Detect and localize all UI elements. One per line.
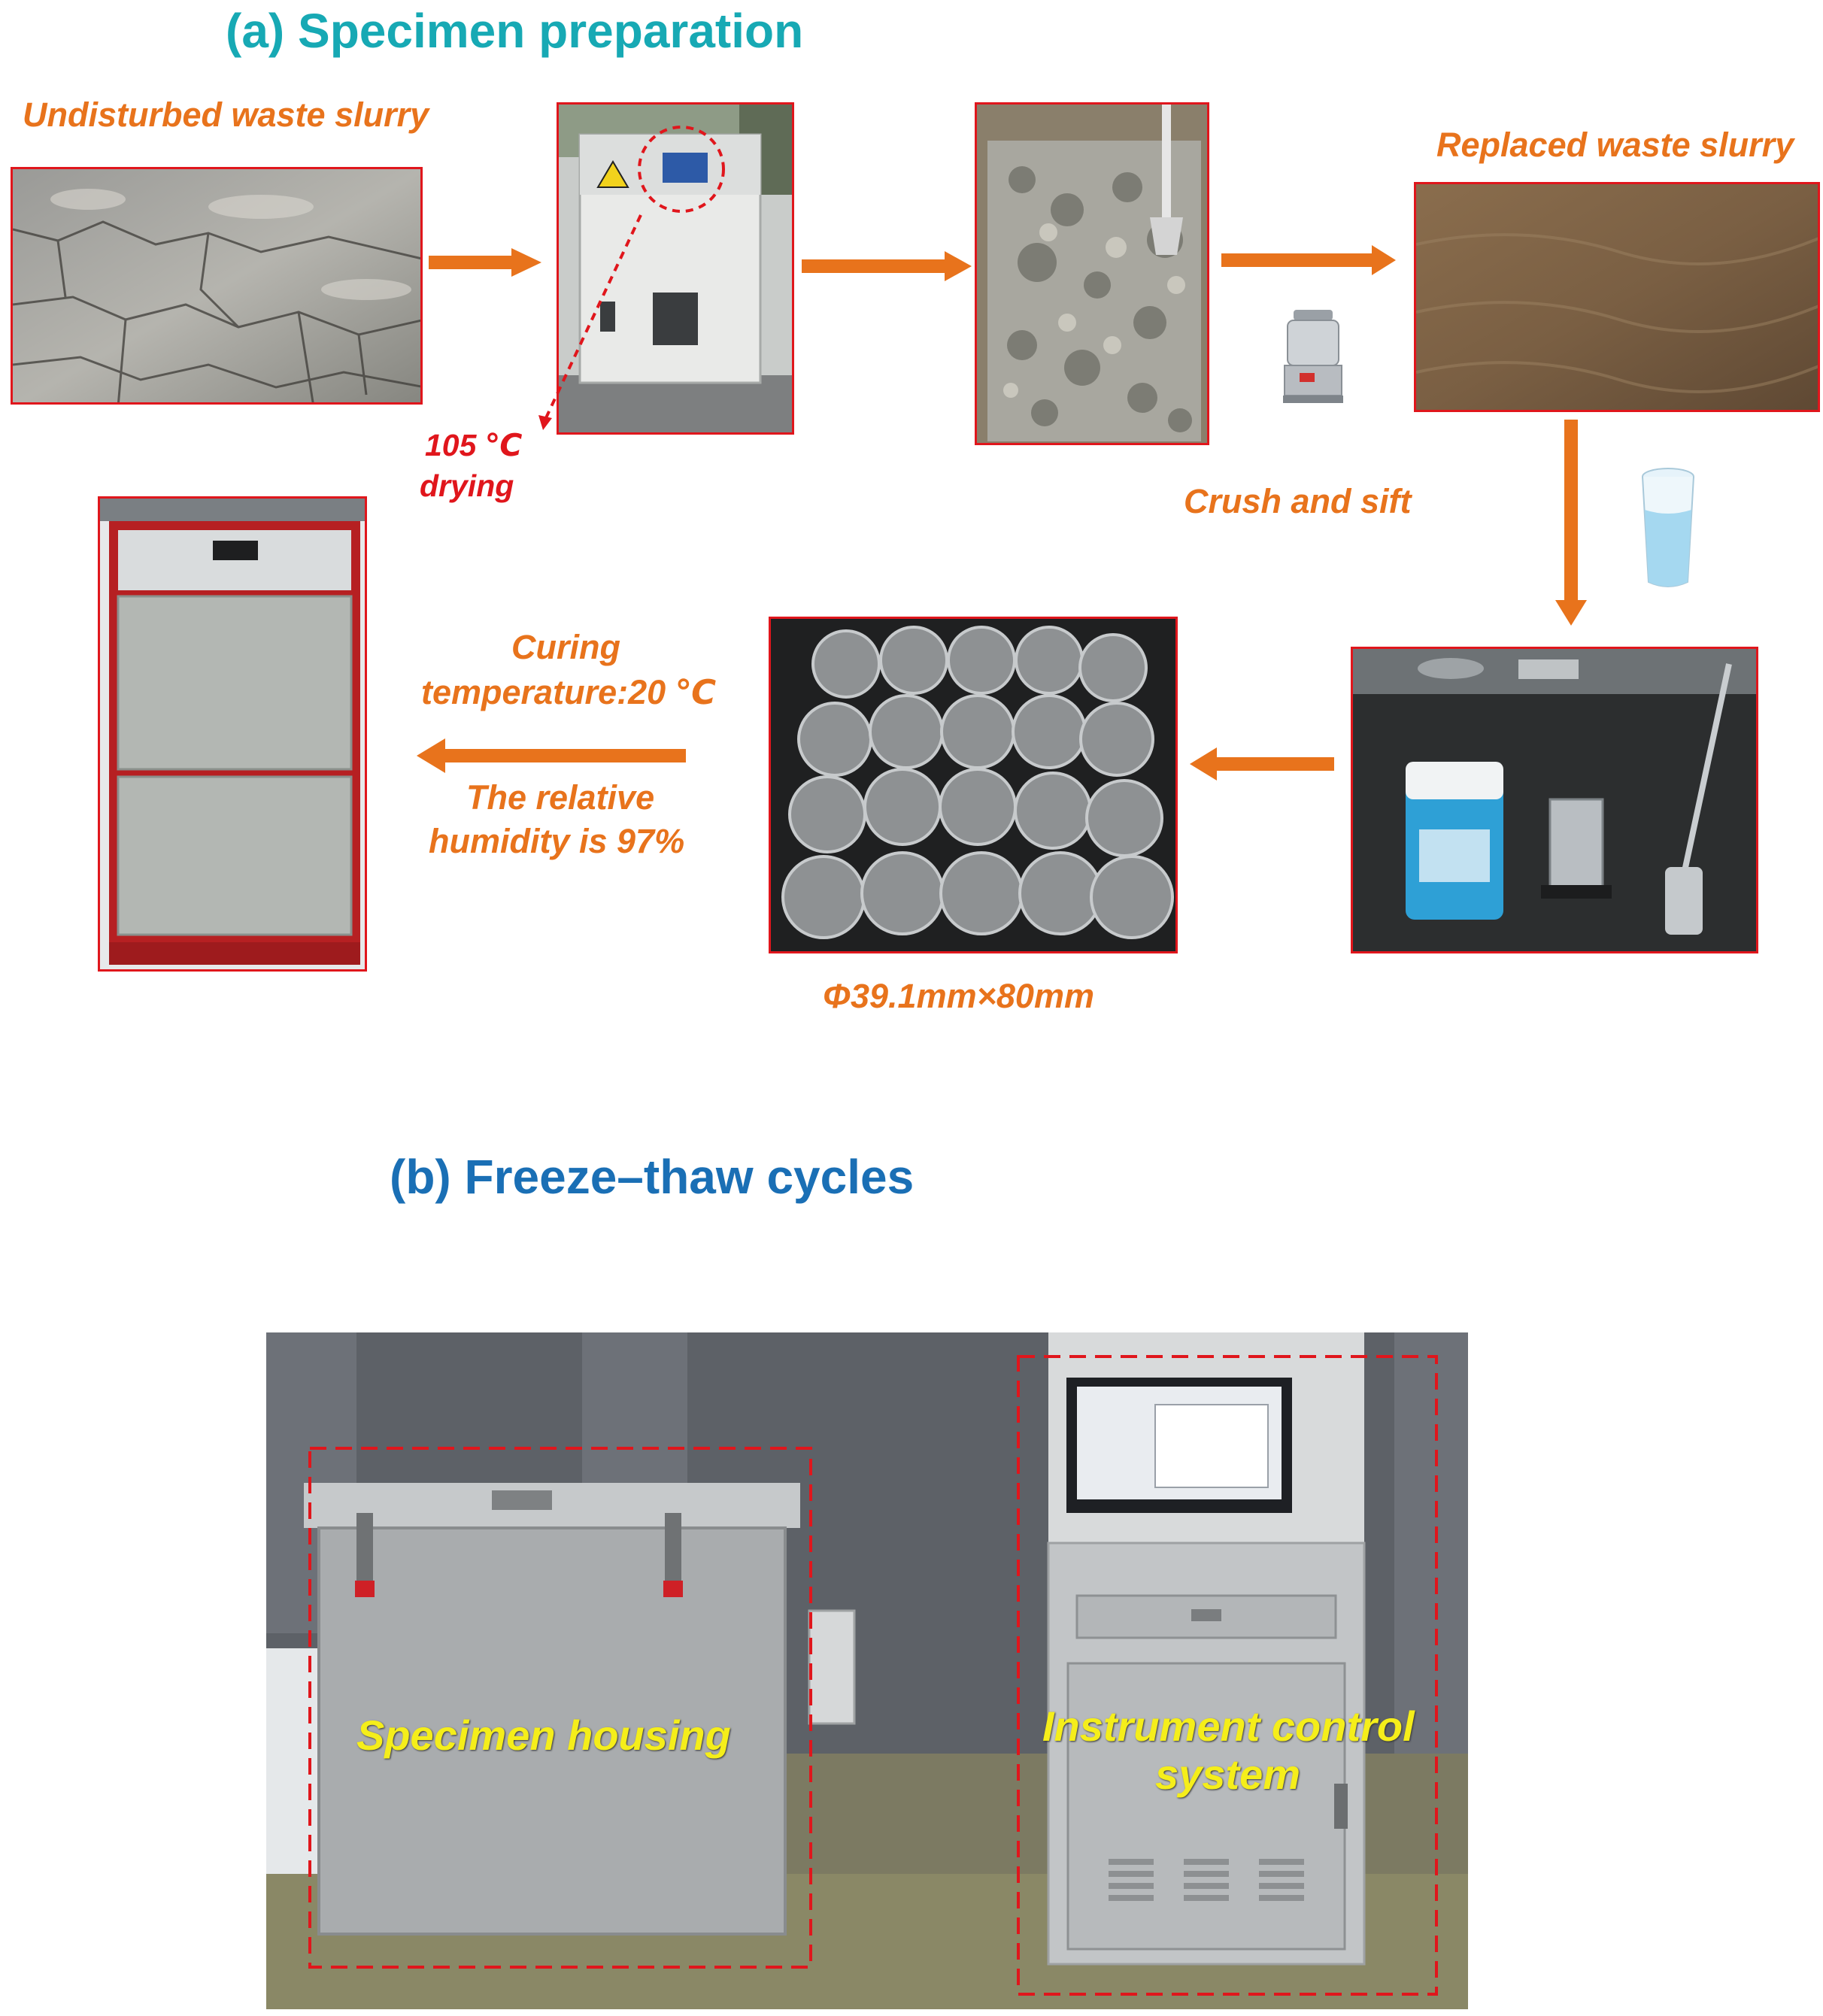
water-glass-icon <box>1638 465 1698 591</box>
specimens-photo <box>769 617 1178 953</box>
humidity-label-line2: humidity is 97% <box>429 822 685 860</box>
arrow-down-to-mould <box>1555 420 1587 626</box>
compaction-mould-photo <box>1351 647 1758 953</box>
curing-label-line1: Curing <box>511 628 620 666</box>
grinder-icon <box>1277 304 1349 409</box>
arrow-to-replaced <box>1221 245 1396 275</box>
drying-label: drying <box>420 468 514 503</box>
curing-chamber-photo <box>98 496 367 972</box>
arrow-to-crushed <box>802 251 972 281</box>
replaced-slurry-photo <box>1414 182 1820 412</box>
drying-temperature-label: 105 ℃ <box>425 428 523 462</box>
arrow-to-oven <box>429 248 541 277</box>
section-b-title: (b) Freeze–thaw cycles <box>390 1150 915 1204</box>
undisturbed-slurry-label: Undisturbed waste slurry <box>23 95 429 134</box>
specimen-housing-label: Specimen housing <box>356 1711 731 1759</box>
specimen-dimensions-label: Φ39.1mm×80mm <box>823 977 1094 1015</box>
section-a-title: (a) Specimen preparation <box>226 4 804 58</box>
instrument-control-label-line1: Instrument control <box>1042 1702 1415 1750</box>
arrow-to-curing <box>417 738 686 773</box>
instrument-control-label-line2: system <box>1155 1751 1301 1798</box>
freeze-thaw-machine-photo <box>266 1332 1468 2009</box>
curing-label-line2: temperature:20 ℃ <box>421 673 717 711</box>
replaced-slurry-label: Replaced waste slurry <box>1436 126 1794 164</box>
arrow-to-specimens <box>1190 747 1334 781</box>
crush-and-sift-label: Crush and sift <box>1184 482 1412 520</box>
crushed-slurry-photo <box>975 102 1209 445</box>
humidity-label-line1: The relative <box>466 778 655 817</box>
drying-oven-photo <box>557 102 794 435</box>
undisturbed-slurry-photo <box>11 167 423 405</box>
